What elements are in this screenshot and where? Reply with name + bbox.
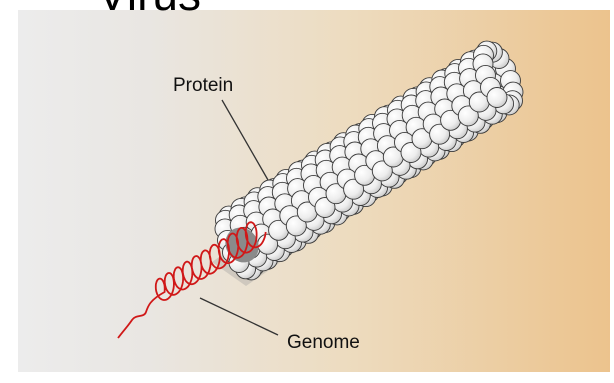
genome-leader-line [200,298,278,335]
capsomere-sphere [487,88,507,108]
protein-label: Protein [173,75,233,96]
protein-leader-line [222,100,268,180]
genome-label: Genome [287,332,360,353]
